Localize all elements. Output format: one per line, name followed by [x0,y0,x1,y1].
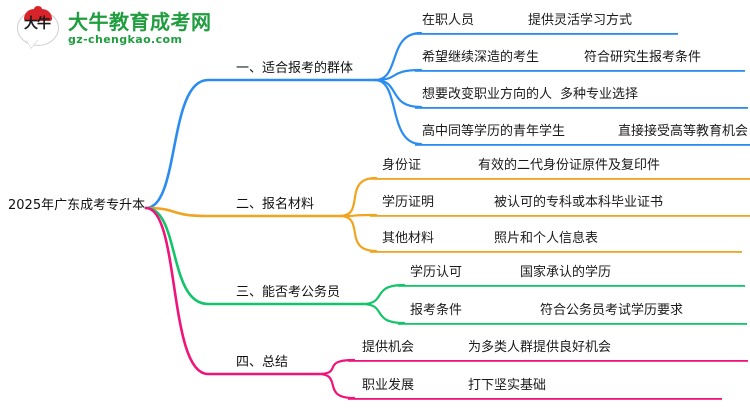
branch-label-3[interactable]: 三、能否考公务员 [236,285,341,300]
logo-title: 大牛教育成考网 [68,10,212,34]
connector-line [360,283,406,306]
connector-line [373,78,423,109]
leaf-key-3-1[interactable]: 学历认可 [410,265,463,280]
leaf-key-2-2[interactable]: 学历证明 [382,195,435,210]
connector-line [373,68,423,82]
leaf-underline [415,107,748,109]
logo-subtitle: gz-chengkao.com [68,33,183,46]
leaf-underline [370,178,750,180]
branch-label-1[interactable]: 一、适合报考的群体 [236,61,354,76]
logo-text-block: 大牛教育成考网 gz-chengkao.com [68,11,212,47]
connector-line [360,302,406,325]
connector-line [338,176,378,218]
leaf-key-1-1[interactable]: 在职人员 [422,13,475,28]
leaf-key-2-3[interactable]: 其他材料 [382,231,435,246]
connector-line [144,78,377,210]
leaf-underline [398,323,747,325]
logo-bubble-tail [26,39,38,48]
connector-line [373,78,423,146]
leaf-underline [370,251,742,253]
leaf-key-1-4[interactable]: 高中同等学历的青年学生 [422,124,566,139]
leaf-key-4-1[interactable]: 提供机会 [362,340,415,355]
leaf-underline [415,33,678,35]
leaf-value-4-2[interactable]: 打下坚实基础 [468,378,547,393]
leaf-underline [415,70,745,72]
connector-line [338,213,378,218]
leaf-value-2-1[interactable]: 有效的二代身份证原件及复印件 [478,158,661,173]
leaf-key-4-2[interactable]: 职业发展 [362,378,415,393]
connector-line [316,358,356,376]
leaf-key-1-3[interactable]: 想要改变职业方向的人 [422,87,553,102]
leaf-underline [370,215,750,217]
leaf-value-3-1[interactable]: 国家承认的学历 [520,265,612,280]
mindmap-root-label: 2025年广东成考专升本 [8,198,146,213]
logo-badge-icon: 大牛 [16,6,60,50]
leaf-underline [398,285,745,287]
leaf-value-2-3[interactable]: 照片和个人信息表 [494,231,599,246]
branch-label-4[interactable]: 四、总结 [236,355,289,370]
logo-badge-text: 大牛 [24,16,51,32]
site-logo: 大牛 大牛教育成考网 gz-chengkao.com [16,6,212,50]
leaf-value-4-1[interactable]: 为多类人群提供良好机会 [468,340,612,355]
leaf-key-3-2[interactable]: 报考条件 [410,303,463,318]
leaf-value-1-1[interactable]: 提供灵活学习方式 [528,13,633,28]
leaf-value-3-2[interactable]: 符合公务员考试学历要求 [540,303,684,318]
connector-line [373,31,423,82]
leaf-underline [348,398,722,400]
leaf-value-1-3[interactable]: 多种专业选择 [560,87,639,102]
leaf-underline [415,144,750,146]
connector-line [338,214,378,253]
leaf-value-1-4[interactable]: 直接接受高等教育机会 [618,124,749,139]
leaf-key-1-2[interactable]: 希望继续深造的考生 [422,50,540,65]
leaf-underline [348,360,748,362]
branch-label-2[interactable]: 二、报名材料 [236,197,315,212]
connector-line [316,372,356,400]
leaf-key-2-1[interactable]: 身份证 [382,158,422,173]
leaf-value-1-2[interactable]: 符合研究生报考条件 [584,50,702,65]
logo-red-cap [24,6,52,21]
leaf-value-2-2[interactable]: 被认可的专科或本科毕业证书 [494,195,664,210]
